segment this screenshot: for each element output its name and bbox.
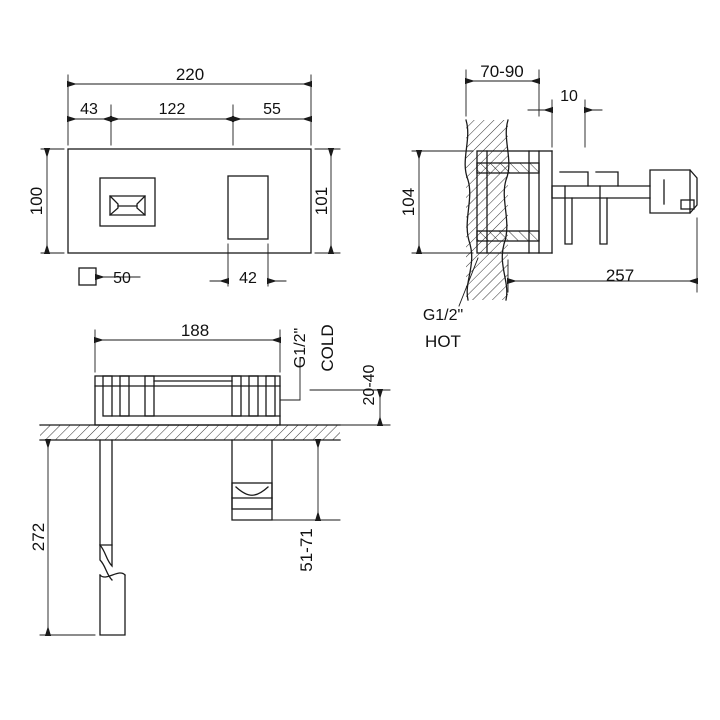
dim-104: 104: [399, 188, 418, 216]
dim-20-40: 20-40: [361, 364, 378, 405]
dim-257: 257: [606, 266, 634, 285]
dim-188: 188: [181, 321, 209, 340]
top-section-geometry: [39, 375, 341, 636]
dim-51-71: 51-71: [297, 528, 316, 571]
dimension-text-layer: 220 43 122 55 100 101 50 42 70-90 10 104…: [27, 62, 634, 572]
dim-42: 42: [239, 270, 257, 287]
dim-10: 10: [560, 88, 578, 105]
dim-55: 55: [263, 101, 281, 118]
dim-50: 50: [113, 270, 131, 287]
label-cold: COLD: [318, 324, 337, 371]
dim-100: 100: [27, 187, 46, 215]
side-section-geometry: [464, 119, 698, 301]
side-section-dimensions: [411, 69, 698, 307]
label-g12-hot: G1/2": [423, 307, 463, 324]
dim-101: 101: [312, 187, 331, 215]
front-view-geometry: [67, 148, 312, 286]
dim-220: 220: [176, 65, 204, 84]
dim-43: 43: [80, 101, 98, 118]
dim-122: 122: [159, 101, 186, 118]
front-view-dimensions: [40, 74, 341, 287]
dim-70-90: 70-90: [480, 62, 523, 81]
label-g12-cold: G1/2": [292, 328, 309, 368]
label-hot: HOT: [425, 332, 461, 351]
dim-272: 272: [29, 523, 48, 551]
top-section-dimensions: [39, 329, 391, 636]
